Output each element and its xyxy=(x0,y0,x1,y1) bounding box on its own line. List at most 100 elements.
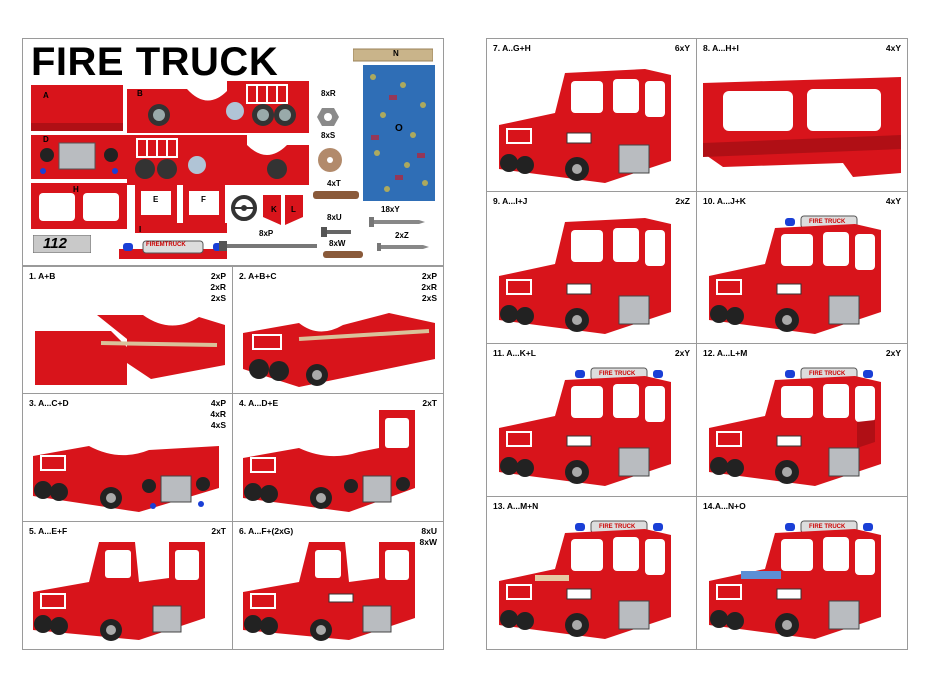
step-illustration xyxy=(35,315,225,385)
step-quantity: 2xP 2xR 2xS xyxy=(210,271,226,303)
hardware-y: 18xY xyxy=(381,205,400,214)
step-illustration xyxy=(703,77,901,177)
part-f xyxy=(183,183,225,223)
part-label-b: B xyxy=(137,89,143,98)
step-illustration xyxy=(243,313,435,387)
step-quantity: 4xP 4xR 4xS xyxy=(210,398,226,430)
step-illustration xyxy=(499,218,671,334)
step-1: 1. A+B 2xP 2xR 2xS xyxy=(23,266,233,394)
step-illustration xyxy=(33,542,205,641)
dowel-t-icon xyxy=(313,191,359,199)
step-label: 10. A...J+K xyxy=(703,196,746,206)
roof-sign xyxy=(119,240,227,259)
step-label: 6. A...F+(2xG) xyxy=(239,526,294,536)
plate-text: 112 xyxy=(43,235,67,252)
step-label: 12. A...L+M xyxy=(703,348,748,358)
step-quantity: 8xU 8xW xyxy=(419,526,437,547)
washer-s-icon xyxy=(318,148,342,172)
step-14: 14.A...N+O FIRE TRUCK xyxy=(697,497,907,649)
hardware-r: 8xR xyxy=(321,89,336,98)
roof-sign-text: FIRE TRUCK xyxy=(809,219,846,225)
part-label-n: N xyxy=(393,49,399,58)
step-illustration xyxy=(709,520,881,639)
step-illustration xyxy=(499,520,671,639)
part-label-k: K xyxy=(271,205,277,214)
dowel-w-icon xyxy=(323,251,363,258)
part-d xyxy=(31,135,127,179)
step-13: 13. A...M+N FIRE TRUCK xyxy=(487,497,697,649)
part-b xyxy=(127,81,309,133)
part-label-l: L xyxy=(291,205,296,214)
step-label: 4. A...D+E xyxy=(239,398,279,408)
step-illustration xyxy=(709,215,881,334)
hardware-u: 8xU xyxy=(327,213,342,222)
step-10: 10. A...J+K 4xY FIRE TRUCK xyxy=(697,192,907,344)
hardware-z: 2xZ xyxy=(395,231,409,240)
part-label-f: F xyxy=(201,195,206,204)
step-label: 14.A...N+O xyxy=(703,501,746,511)
page-title: FIRE TRUCK xyxy=(31,40,279,84)
bolt-u-icon xyxy=(321,227,351,237)
part-h xyxy=(31,183,127,229)
step-illustration xyxy=(243,410,415,512)
step-label: 8. A...H+I xyxy=(703,43,739,53)
step-quantity: 2xY xyxy=(674,348,690,358)
step-label: 13. A...M+N xyxy=(493,501,539,511)
part-c xyxy=(127,135,309,185)
step-4: 4. A...D+E 2xT xyxy=(233,394,443,522)
step-label: 7. A..G+H xyxy=(493,43,531,53)
part-label-i: I xyxy=(139,225,142,234)
part-label-e: E xyxy=(153,195,159,204)
step-label: 1. A+B xyxy=(29,271,56,281)
hardware-t: 4xT xyxy=(327,179,341,188)
step-quantity: 2xT xyxy=(211,526,226,536)
part-label-o: O xyxy=(395,123,403,134)
hardware-p: 8xP xyxy=(259,229,274,238)
bolt-p-icon xyxy=(219,241,317,251)
step-quantity: 6xY xyxy=(674,43,690,53)
step-11: 11. A...K+L 2xY FIRE TRUCK xyxy=(487,344,697,497)
step-8: 8. A...H+I 4xY xyxy=(697,39,907,192)
step-3: 3. A...C+D 4xP 4xR 4xS xyxy=(23,394,233,522)
step-5: 5. A...E+F 2xT xyxy=(23,522,233,649)
step-quantity: 4xY xyxy=(885,43,901,53)
left-page: FIRE TRUCK A B D xyxy=(22,38,444,650)
step-label: 2. A+B+C xyxy=(239,271,277,281)
step-label: 11. A...K+L xyxy=(493,348,536,358)
part-label-a: A xyxy=(43,91,49,100)
step-illustration xyxy=(33,446,219,512)
screw-z-icon xyxy=(377,243,429,251)
part-e xyxy=(135,183,177,223)
roof-sign-text: FIRE TRUCK xyxy=(809,371,846,377)
step-9: 9. A...I+J 2xZ xyxy=(487,192,697,344)
step-illustration xyxy=(499,367,671,486)
step-quantity: 2xP 2xR 2xS xyxy=(421,271,437,303)
step-quantity: 2xY xyxy=(885,348,901,358)
step-label: 3. A...C+D xyxy=(29,398,69,408)
parts-overview: FIRE TRUCK A B D xyxy=(23,39,443,266)
part-label-h: H xyxy=(73,185,79,194)
roof-sign-text: FIRE TRUCK xyxy=(599,371,636,377)
step-label: 9. A...I+J xyxy=(493,196,528,206)
part-a xyxy=(31,85,123,131)
screw-y-icon xyxy=(369,217,425,227)
part-i xyxy=(135,223,227,233)
step-illustration xyxy=(499,69,671,183)
step-illustration xyxy=(243,542,415,641)
roof-sign-text: FIRE TRUCK xyxy=(599,524,636,530)
step-quantity: 2xZ xyxy=(675,196,690,206)
steering-wheel-icon xyxy=(231,195,257,221)
step-quantity: 4xY xyxy=(885,196,901,206)
part-label-d: D xyxy=(43,135,49,144)
number-plate xyxy=(33,235,91,253)
hardware-w: 8xW xyxy=(329,239,346,248)
hardware-s: 8xS xyxy=(321,131,336,140)
step-7: 7. A..G+H 6xY xyxy=(487,39,697,192)
slats-n xyxy=(353,48,433,62)
nut-r-icon xyxy=(317,108,339,126)
roof-sign-text: FIREMTRUCK xyxy=(146,242,186,248)
step-12: 12. A...L+M 2xY FIRE TRUCK xyxy=(697,344,907,497)
part-k-l xyxy=(263,195,303,225)
roof-sign-text: FIRE TRUCK xyxy=(809,524,846,530)
right-page: 7. A..G+H 6xY 8. A...H+I 4xY 9. A...I+J … xyxy=(486,38,908,650)
